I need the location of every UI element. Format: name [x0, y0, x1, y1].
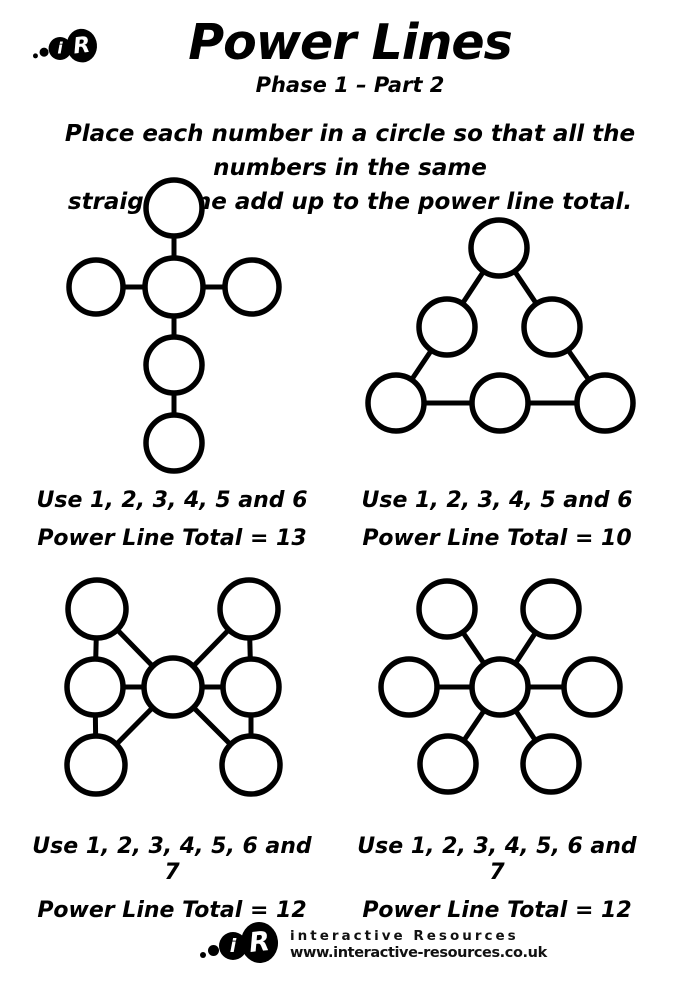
use-numbers-label: Use 1, 2, 3, 4, 5 and 6 [36, 488, 308, 513]
puzzle-star-caption: Use 1, 2, 3, 4, 5, 6 and 7 Power Line To… [347, 834, 647, 924]
ir-logo-header: i R [33, 27, 99, 67]
number-circle [66, 257, 126, 317]
speech-dot-medium-icon [208, 945, 219, 956]
brand-name: interactive Resources [290, 928, 519, 944]
number-circle [417, 733, 479, 795]
number-circle [378, 656, 440, 718]
number-circle [469, 656, 531, 718]
use-numbers-label: Use 1, 2, 3, 4, 5 and 6 [361, 488, 633, 513]
number-circle [217, 577, 281, 641]
footer-brand-block: interactive Resources www.interactive-re… [290, 928, 547, 961]
page-title: Power Lines [188, 14, 513, 71]
number-circle [365, 372, 427, 434]
puzzle-graph-star [378, 578, 623, 795]
number-circle [141, 655, 205, 719]
puzzle-graph-cross [66, 177, 282, 474]
instructions: Place each number in a circle so that al… [30, 117, 670, 219]
speech-dot-medium-icon [39, 47, 49, 57]
number-circle [65, 577, 129, 641]
instructions-line-1: Place each number in a circle so that al… [64, 121, 636, 181]
puzzle-graph-butterfly [64, 577, 283, 797]
number-circle [468, 217, 530, 279]
number-circle [520, 733, 582, 795]
number-circle [520, 578, 582, 640]
number-circle [574, 372, 636, 434]
puzzle-graph-triangle [365, 217, 636, 434]
power-line-total-label: Power Line Total = 12 [37, 898, 307, 923]
logo-r-bubble-icon: R [238, 920, 281, 965]
power-line-total-label: Power Line Total = 12 [362, 898, 632, 923]
number-circle [142, 255, 206, 319]
number-circle [64, 733, 128, 797]
puzzle-cross-caption: Use 1, 2, 3, 4, 5 and 6 Power Line Total… [22, 488, 322, 552]
ir-logo-footer: i R [200, 920, 281, 969]
brand-url: www.interactive-resources.co.uk [290, 945, 547, 961]
use-numbers-label: Use 1, 2, 3, 4, 5, 6 and 7 [32, 834, 312, 885]
number-circle [143, 177, 205, 239]
number-circle [561, 656, 623, 718]
number-circle [416, 296, 478, 358]
page-subtitle: Phase 1 – Part 2 [255, 73, 445, 97]
number-circle [469, 372, 531, 434]
number-circle [416, 578, 478, 640]
number-circle [220, 656, 282, 718]
number-circle [521, 296, 583, 358]
use-numbers-label: Use 1, 2, 3, 4, 5, 6 and 7 [357, 834, 637, 885]
number-circle [222, 257, 282, 317]
number-circle [143, 412, 205, 474]
puzzle-triangle-caption: Use 1, 2, 3, 4, 5 and 6 Power Line Total… [347, 488, 647, 552]
puzzle-butterfly-caption: Use 1, 2, 3, 4, 5, 6 and 7 Power Line To… [22, 834, 322, 924]
speech-dot-small-icon [200, 952, 206, 958]
power-line-total-label: Power Line Total = 10 [362, 526, 632, 551]
number-circle [143, 334, 205, 396]
number-circle [219, 733, 283, 797]
speech-dot-small-icon [33, 53, 38, 59]
power-line-total-label: Power Line Total = 13 [37, 526, 307, 551]
number-circle [64, 656, 126, 718]
